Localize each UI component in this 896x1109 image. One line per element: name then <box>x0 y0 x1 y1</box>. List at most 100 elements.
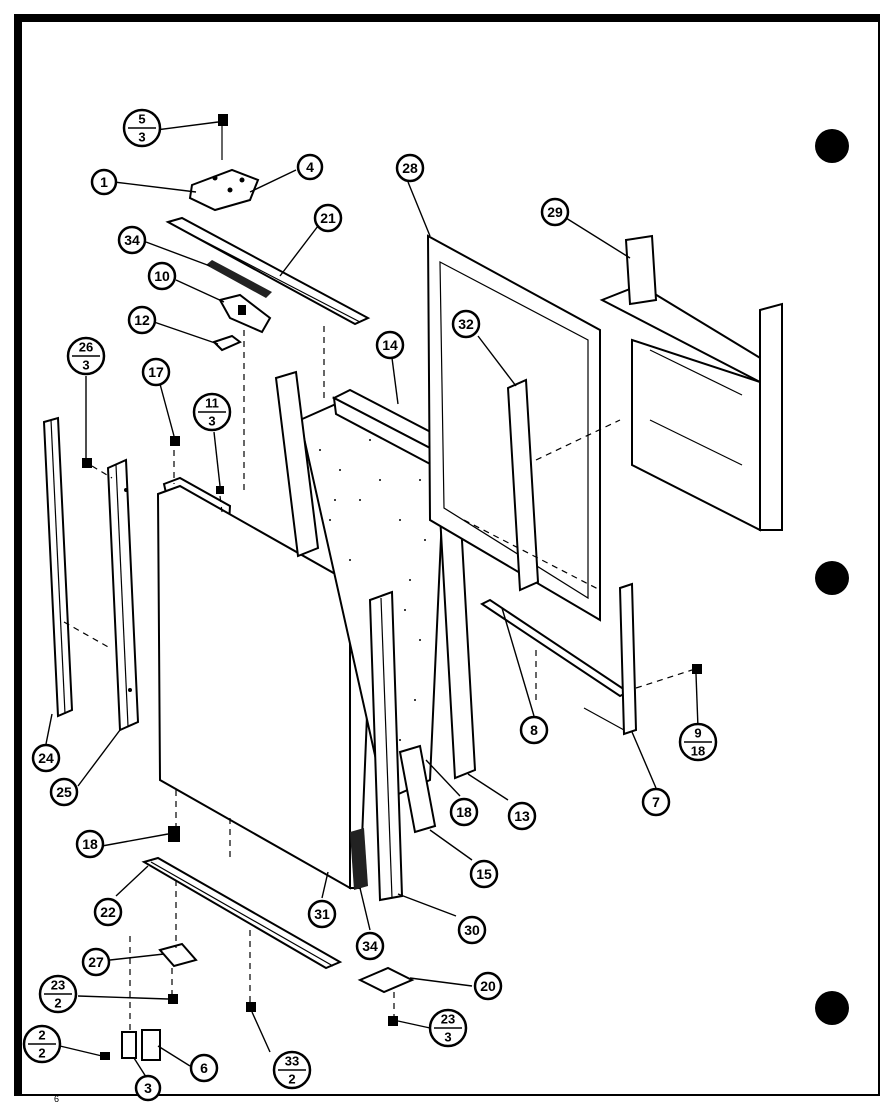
svg-text:4: 4 <box>306 159 314 175</box>
binder-hole-bottom <box>815 991 849 1025</box>
svg-text:7: 7 <box>652 794 660 810</box>
svg-text:17: 17 <box>148 364 164 380</box>
svg-text:30: 30 <box>464 922 480 938</box>
svg-text:3: 3 <box>208 414 215 429</box>
screw-2 <box>100 1052 110 1060</box>
svg-text:25: 25 <box>56 784 72 800</box>
svg-text:1: 1 <box>100 174 108 190</box>
svg-text:14: 14 <box>382 337 398 353</box>
callout-12: 12 <box>127 305 157 335</box>
screw-23-left <box>168 994 178 1004</box>
svg-text:24: 24 <box>38 750 54 766</box>
hinge-pin <box>168 826 180 842</box>
svg-text:18: 18 <box>82 836 98 852</box>
callout-8: 8 <box>519 715 549 745</box>
callout-18-right: 18 <box>449 797 479 827</box>
gasket-strip-bottom <box>350 828 368 890</box>
callout-31: 31 <box>307 899 337 929</box>
gasket-strip-top <box>206 260 272 298</box>
callout-34-bottom: 34 <box>355 931 385 961</box>
svg-text:8: 8 <box>530 722 538 738</box>
callout-bottom: 3 <box>138 130 145 145</box>
svg-text:32: 32 <box>458 316 474 332</box>
screw-9 <box>692 664 702 674</box>
svg-text:2: 2 <box>54 996 61 1011</box>
bracket-27 <box>158 942 198 968</box>
svg-text:26: 26 <box>79 340 93 355</box>
svg-text:27: 27 <box>88 954 104 970</box>
callout-5-3: 5 3 <box>122 108 162 148</box>
svg-text:18: 18 <box>691 744 705 759</box>
callout-32: 32 <box>451 309 481 339</box>
binder-hole-middle <box>815 561 849 595</box>
bottom-trim-bar <box>141 856 343 970</box>
svg-text:34: 34 <box>124 232 140 248</box>
svg-text:23: 23 <box>441 1012 455 1027</box>
screw-33 <box>246 1002 256 1012</box>
callout-33-2: 33 2 <box>272 1050 312 1090</box>
callout-6: 6 <box>189 1053 219 1083</box>
svg-text:22: 22 <box>100 904 116 920</box>
callout-14: 14 <box>375 330 405 360</box>
callout-13: 13 <box>507 801 537 831</box>
callout-25: 25 <box>49 777 79 807</box>
svg-text:18: 18 <box>456 804 472 820</box>
top-foam-block <box>331 388 449 467</box>
callout-27: 27 <box>81 947 111 977</box>
bracket-20 <box>357 966 415 994</box>
screw-26 <box>82 458 92 468</box>
callout-15: 15 <box>469 859 499 889</box>
svg-text:29: 29 <box>547 204 563 220</box>
screw-23-right <box>388 1016 398 1026</box>
corner-mark: 6 <box>54 1094 59 1104</box>
svg-text:11: 11 <box>205 396 219 411</box>
hinge-bar <box>106 458 140 732</box>
callout-1: 1 <box>90 168 118 196</box>
svg-text:15: 15 <box>476 866 492 882</box>
bottom-hinge <box>121 1029 161 1061</box>
callout-29: 29 <box>540 197 570 227</box>
callout-30: 30 <box>457 915 487 945</box>
binder-hole-top <box>815 129 849 163</box>
back-housing <box>599 234 783 532</box>
callout-28-top: 28 <box>395 153 425 183</box>
foam-strip-15 <box>398 744 437 834</box>
svg-text:2: 2 <box>38 1046 45 1061</box>
callout-20: 20 <box>473 971 503 1001</box>
callout-9-18: 9 18 <box>678 722 718 762</box>
side-trim-strip <box>42 416 74 718</box>
callout-3: 3 <box>134 1074 162 1102</box>
svg-text:2: 2 <box>288 1072 295 1087</box>
callout-18-left: 18 <box>75 829 105 859</box>
clip <box>212 334 242 352</box>
callout-top: 5 <box>138 112 145 127</box>
alignment-lines <box>63 326 693 1032</box>
callout-34-top: 34 <box>117 225 147 255</box>
bracket-7 <box>583 582 638 736</box>
callout-22: 22 <box>93 897 123 927</box>
left-foam-strip <box>274 370 320 558</box>
callout-23-2: 23 2 <box>38 974 78 1014</box>
svg-text:31: 31 <box>314 906 330 922</box>
svg-text:9: 9 <box>694 726 701 741</box>
screw-11 <box>216 486 224 494</box>
svg-text:34: 34 <box>362 938 378 954</box>
svg-text:3: 3 <box>82 358 89 373</box>
screw-17 <box>170 436 180 446</box>
latch <box>218 293 272 334</box>
svg-text:20: 20 <box>480 978 496 994</box>
liner-strip-32 <box>506 378 540 592</box>
svg-text:33: 33 <box>285 1054 299 1069</box>
svg-text:3: 3 <box>144 1080 152 1096</box>
callouts: 5 3 1 4 28 29 34 <box>22 108 718 1102</box>
callout-7: 7 <box>641 787 671 817</box>
svg-text:6: 6 <box>200 1060 208 1076</box>
svg-text:28: 28 <box>402 160 418 176</box>
callout-4: 4 <box>296 153 324 181</box>
leader-lines <box>45 121 699 1081</box>
callout-23-3: 23 3 <box>428 1008 468 1048</box>
svg-text:10: 10 <box>154 268 170 284</box>
callout-2-2: 2 2 <box>22 1024 62 1064</box>
svg-text:21: 21 <box>320 210 336 226</box>
